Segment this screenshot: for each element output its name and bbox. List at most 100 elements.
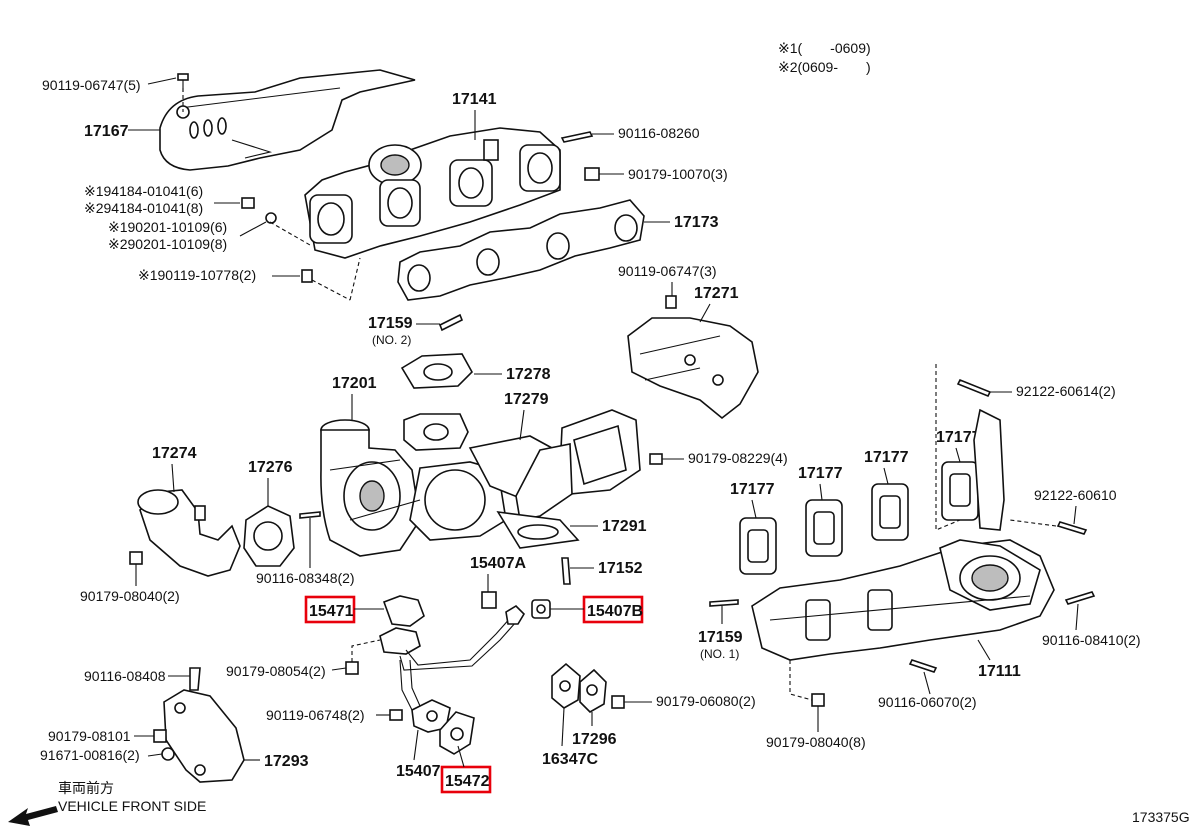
nut-90179-08229: [649, 453, 663, 465]
part-17177-gasket-2: [805, 499, 843, 557]
stud-17159-no2: [438, 313, 464, 332]
washer-91671-00816: [161, 747, 175, 761]
label-94184-01041-8: ※294184-01041(8): [84, 200, 203, 216]
part-17177-gasket-3: [871, 483, 909, 541]
label-90179-08040-8: 90179-08040(8): [766, 734, 866, 750]
nut-94184-01041: [241, 197, 255, 209]
bolt-90119-06747-3: [665, 295, 677, 309]
label-17159-b: 17159: [698, 629, 743, 646]
label-90116-08410-2: 90116-08410(2): [1042, 632, 1141, 648]
label-90116-06070-2: 90116-06070(2): [878, 694, 977, 710]
label-15471[interactable]: 15471: [309, 603, 354, 620]
label-15407a: 15407A: [470, 555, 526, 572]
label-17167: 17167: [84, 123, 129, 140]
nut-90179-06080: [611, 695, 625, 709]
stud-92122-60610: [1056, 521, 1088, 535]
label-17173: 17173: [674, 214, 719, 231]
part-17201-turbocharger: [320, 413, 553, 557]
part-17278-gasket: [400, 353, 473, 389]
direction-label-ja: 車両前方: [58, 780, 114, 796]
label-17111: 17111: [978, 663, 1021, 680]
nut-90179-10070-3: [584, 167, 600, 181]
label-90119-10778-2: ※190119-10778(2): [138, 267, 256, 283]
note-2: ※2(0609- ): [778, 59, 871, 75]
label-90201-10109-6: ※190201-10109(6): [108, 219, 227, 235]
washer-90201-10109: [265, 212, 277, 224]
stud-17159-no1: [709, 599, 739, 607]
part-15407b-nut: [531, 599, 551, 619]
label-94184-01041-6: ※194184-01041(6): [84, 183, 203, 199]
label-17141: 17141: [452, 91, 497, 108]
label-90179-08054-2: 90179-08054(2): [226, 663, 326, 679]
label-90119-06747-5: 90119-06747(5): [42, 77, 141, 93]
label-16347c: 16347C: [542, 751, 598, 768]
stud-17152: [561, 557, 571, 585]
label-17274: 17274: [152, 445, 197, 462]
diagram-id: 173375G: [1132, 809, 1190, 825]
label-17177-2: 17177: [798, 465, 843, 482]
stud-90116-08408: [189, 667, 201, 691]
part-17167-heat-insulator: [159, 69, 416, 171]
label-90116-08408: 90116-08408: [84, 668, 166, 684]
label-17152: 17152: [598, 560, 643, 577]
direction-label-en: VEHICLE FRONT SIDE: [58, 798, 206, 814]
label-90179-10070-3: 90179-10070(3): [628, 166, 728, 182]
bolt-90119-06748: [389, 709, 403, 721]
label-17177-1: 17177: [730, 481, 775, 498]
label-91671-00816-2: 91671-00816(2): [40, 747, 140, 763]
stud-92122-60614: [956, 378, 992, 398]
part-17141-exhaust-manifold: [304, 127, 561, 259]
label-15407b[interactable]: 15407B: [587, 603, 643, 620]
part-17293-bracket: [163, 689, 245, 783]
label-90179-08040-2: 90179-08040(2): [80, 588, 180, 604]
nut-90179-08040-8: [811, 693, 825, 707]
part-17173-manifold-gasket: [397, 199, 645, 301]
label-17159: 17159: [368, 315, 413, 332]
label-15472[interactable]: 15472: [445, 773, 490, 790]
nut-90179-08040-2: [129, 551, 143, 565]
stud-90116-08260: [560, 131, 594, 143]
nut-90179-08101: [153, 729, 167, 743]
label-17177-4: 17177: [936, 429, 981, 446]
label-90179-08229-4: 90179-08229(4): [688, 450, 788, 466]
label-17201: 17201: [332, 375, 377, 392]
part-17177-gasket-1: [739, 517, 777, 575]
label-17177-3: 17177: [864, 449, 909, 466]
part-15472-gasket: [439, 711, 475, 755]
part-15407a-union-bolt: [481, 591, 497, 609]
stud-90116-06070: [908, 659, 938, 673]
label-90116-08260: 90116-08260: [618, 125, 700, 141]
highlight-15472[interactable]: [440, 765, 492, 794]
label-92122-60614-2: 92122-60614(2): [1016, 383, 1116, 399]
label-90119-06748-2: 90119-06748(2): [266, 707, 365, 723]
label-90179-06080-2: 90179-06080(2): [656, 693, 756, 709]
part-17177-gasket-4: [941, 461, 979, 521]
label-17296: 17296: [572, 731, 617, 748]
part-17271-turbo-heat-insulator: [627, 317, 759, 420]
label-17271: 17271: [694, 285, 739, 302]
label-92122-60610: 92122-60610: [1034, 487, 1117, 503]
nut-90179-08054: [345, 661, 359, 675]
label-17293: 17293: [264, 753, 309, 770]
part-17291-turbo-elbow: [496, 409, 641, 549]
label-15407: 15407: [396, 763, 441, 780]
bolt-90119-06747-5: [177, 73, 189, 92]
part-17274-hose-elbow: [137, 489, 241, 577]
label-90116-08348-2: 90116-08348(2): [256, 570, 355, 586]
label-17279: 17279: [504, 391, 549, 408]
label-17276: 17276: [248, 459, 293, 476]
label-17159-no2: (NO. 2): [372, 333, 411, 347]
stud-90116-08410: [1064, 591, 1096, 605]
part-17296-gasket: [579, 668, 607, 713]
vehicle-front-arrow-icon: [8, 806, 58, 826]
part-17276-gasket: [243, 505, 295, 567]
part-16347c-gasket: [551, 662, 581, 709]
bolt-90119-10778: [301, 269, 313, 283]
label-17278: 17278: [506, 366, 551, 383]
label-17159-no1: (NO. 1): [700, 647, 739, 661]
part-oil-pipe: [379, 595, 526, 733]
label-17291: 17291: [602, 518, 647, 535]
label-90119-06747-3: 90119-06747(3): [618, 263, 717, 279]
part-17111-intake-manifold: [751, 408, 1055, 661]
